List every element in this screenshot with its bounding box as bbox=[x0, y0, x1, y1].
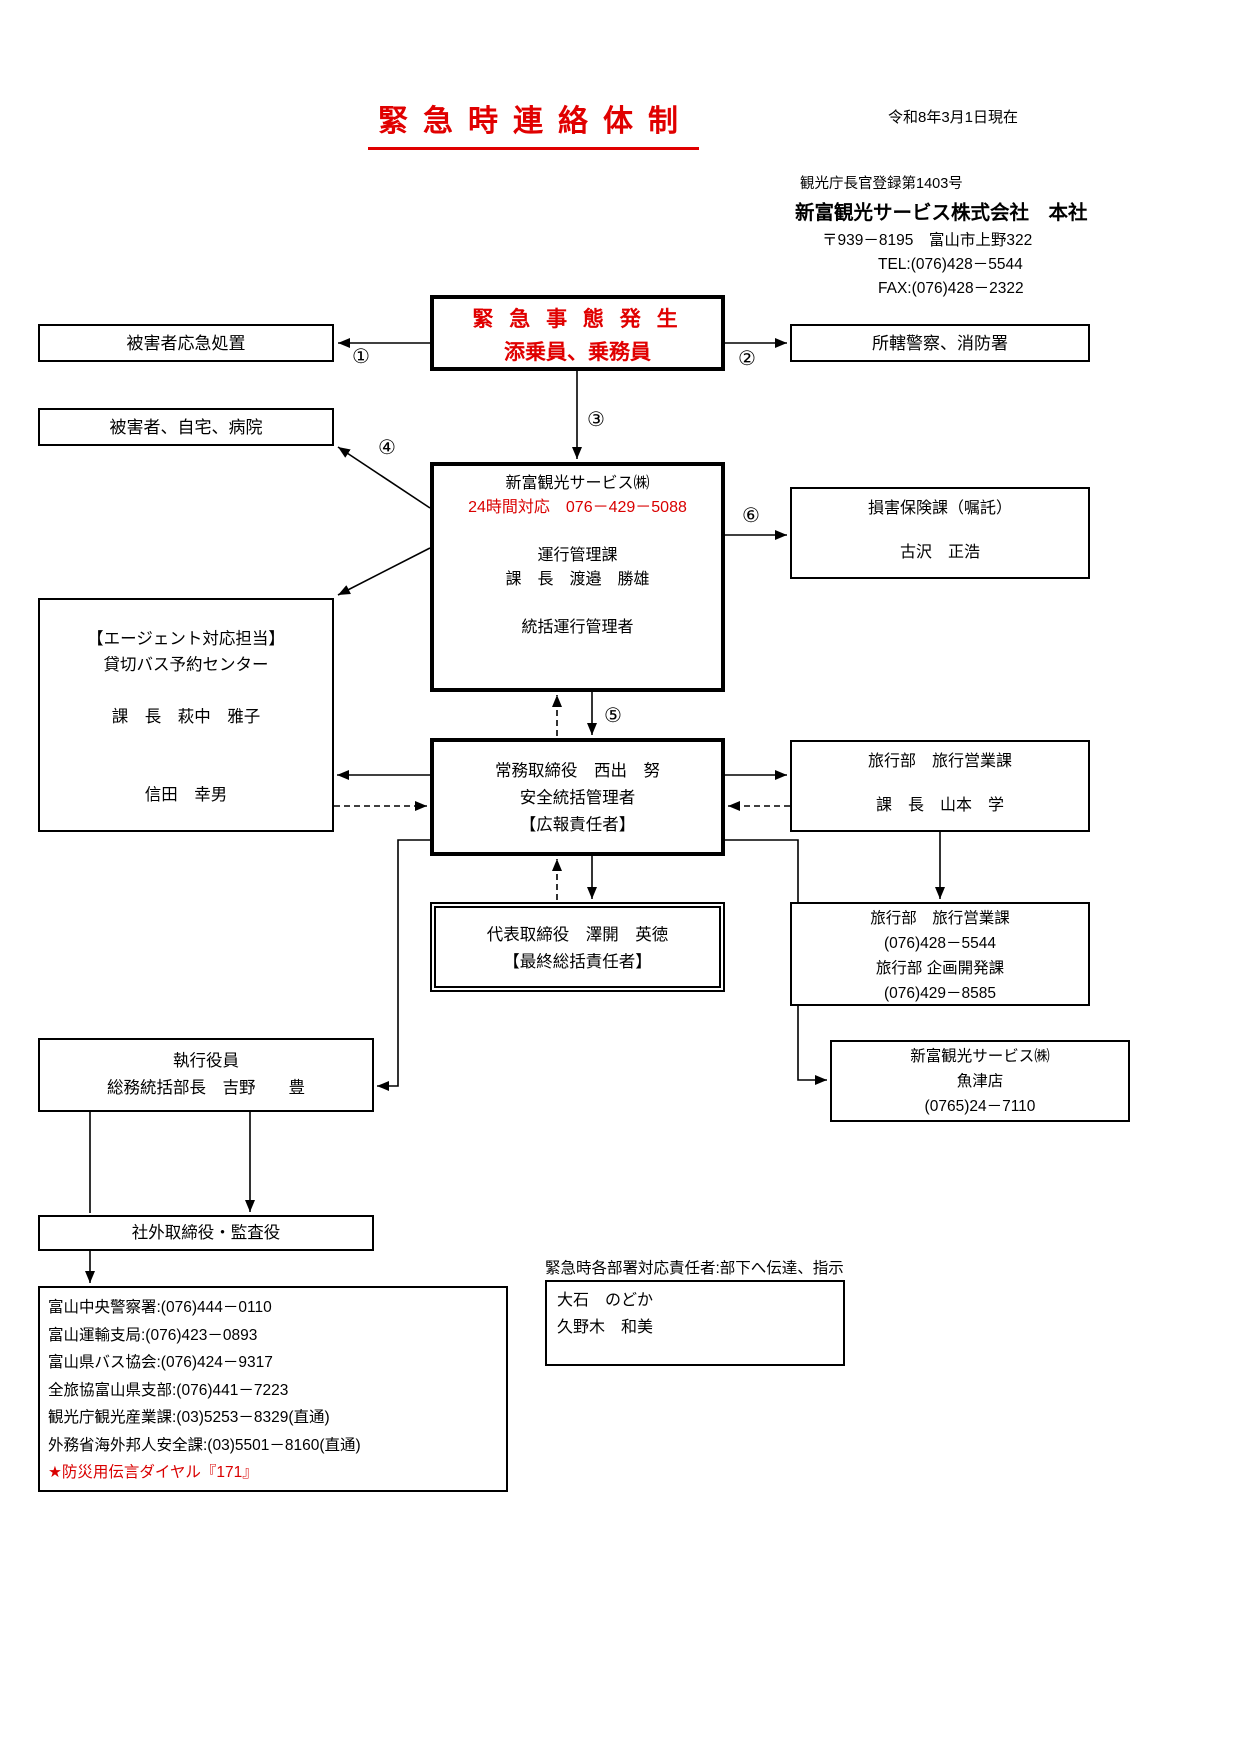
company-fax: FAX:(076)428－2322 bbox=[878, 280, 1024, 297]
operations-control-box: 新富観光サービス㈱ 24時間対応 076－429－5088 運行管理課 課 長 … bbox=[430, 462, 725, 692]
company-tel: TEL:(076)428－5544 bbox=[878, 256, 1023, 273]
insurance-box: 損害保険課（嘱託） 古沢 正浩 bbox=[790, 487, 1090, 579]
connector-label-5: ⑤ bbox=[604, 705, 622, 727]
uozu-tel: (0765)24－7110 bbox=[924, 1098, 1036, 1115]
uozu-branch-box: 新富観光サービス㈱ 魚津店 (0765)24－7110 bbox=[830, 1040, 1130, 1122]
md-role: 安全統括管理者 bbox=[519, 789, 636, 807]
agent-person: 信田 幸男 bbox=[144, 786, 228, 804]
connector-label-4: ④ bbox=[378, 437, 396, 459]
ops-manager: 課 長 渡邉 勝雄 bbox=[505, 571, 650, 588]
victim-first-aid-box: 被害者応急処置 bbox=[38, 324, 334, 362]
uozu-company: 新富観光サービス㈱ bbox=[910, 1048, 1050, 1065]
travel-contact-tel1: (076)428－5544 bbox=[883, 935, 997, 952]
dept-leader-name: 大石 のどか bbox=[557, 1292, 654, 1309]
connector-label-3: ③ bbox=[587, 409, 605, 431]
connector-label-6: ⑥ bbox=[742, 505, 760, 527]
date-note: 令和8年3月1日現在 bbox=[888, 109, 1019, 126]
agent-reservation-center-box: 【エージェント対応担当】 貸切バス予約センター 課 長 萩中 雅子 信田 幸男 bbox=[38, 598, 334, 832]
police-fire-box: 所轄警察、消防署 bbox=[790, 324, 1090, 362]
connector-label-1: ① bbox=[352, 346, 370, 368]
emergency-crew: 添乗員、乗務員 bbox=[504, 341, 651, 364]
outside-directors-box: 社外取締役・監査役 bbox=[38, 1215, 374, 1251]
agent-dept: 貸切バス予約センター bbox=[103, 656, 269, 674]
registration-number: 観光庁長官登録第1403号 bbox=[800, 176, 963, 192]
md-name: 常務取締役 西出 努 bbox=[495, 762, 660, 780]
president-box: 代表取締役 澤開 英徳 【最終総括責任者】 bbox=[430, 902, 725, 992]
contact-line: 全旅協富山県支部:(076)441－7223 bbox=[48, 1381, 289, 1399]
contact-line: 富山県バス協会:(076)424－9317 bbox=[48, 1354, 273, 1371]
exec-title: 執行役員 bbox=[173, 1052, 239, 1070]
travel-sales-box: 旅行部 旅行営業課 課 長 山本 学 bbox=[790, 740, 1090, 832]
md-pr-role: 【広報責任者】 bbox=[519, 816, 636, 834]
dept-leaders-heading: 緊急時各部署対応責任者:部下へ伝達、指示 bbox=[545, 1260, 844, 1277]
company-name: 新富観光サービス株式会社 本社 bbox=[795, 202, 1088, 224]
travel-contact-dept2: 旅行部 企画開発課 bbox=[875, 960, 1005, 977]
victim-home-hospital-box: 被害者、自宅、病院 bbox=[38, 408, 334, 446]
contact-line: 外務省海外邦人安全課:(03)5501－8160(直通) bbox=[48, 1436, 361, 1454]
president-role: 【最終総括責任者】 bbox=[503, 953, 652, 971]
travel-contact-dept1: 旅行部 旅行営業課 bbox=[870, 910, 1010, 927]
company-address: 〒939－8195 富山市上野322 bbox=[822, 232, 1033, 249]
travel-sales-manager: 課 長 山本 学 bbox=[875, 797, 1004, 814]
disaster-dial-line: ★防災用伝言ダイヤル『171』 bbox=[48, 1464, 258, 1481]
president-name: 代表取締役 澤開 英徳 bbox=[486, 926, 669, 944]
ops-role: 統括運行管理者 bbox=[521, 619, 634, 636]
agent-role: 【エージェント対応担当】 bbox=[87, 630, 285, 648]
managing-director-box: 常務取締役 西出 努 安全統括管理者 【広報責任者】 bbox=[430, 738, 725, 856]
exec-person: 総務統括部長 吉野 豊 bbox=[107, 1079, 305, 1097]
insurance-person: 古沢 正浩 bbox=[899, 544, 980, 561]
agent-manager: 課 長 萩中 雅子 bbox=[111, 708, 261, 726]
uozu-branch-name: 魚津店 bbox=[956, 1073, 1004, 1090]
travel-contact-tel2: (076)429－8585 bbox=[883, 985, 997, 1002]
contact-line: 富山運輸支局:(076)423－0893 bbox=[48, 1326, 258, 1344]
page-title: 緊急時連絡体制 bbox=[368, 96, 699, 150]
travel-sales-dept: 旅行部 旅行営業課 bbox=[867, 753, 1012, 770]
ops-dept: 運行管理課 bbox=[537, 547, 618, 564]
ops-hotline: 24時間対応 076－429－5088 bbox=[468, 499, 687, 516]
emergency-title: 緊 急 事 態 発 生 bbox=[472, 308, 683, 331]
connector-label-2: ② bbox=[738, 348, 756, 370]
travel-dept-contacts-box: 旅行部 旅行営業課 (076)428－5544 旅行部 企画開発課 (076)4… bbox=[790, 902, 1090, 1006]
insurance-dept: 損害保険課（嘱託） bbox=[867, 500, 1012, 517]
executive-officer-box: 執行役員 総務統括部長 吉野 豊 bbox=[38, 1038, 374, 1112]
ops-company: 新富観光サービス㈱ bbox=[505, 475, 650, 492]
contact-line: 観光庁観光産業課:(03)5253－8329(直通) bbox=[48, 1409, 330, 1426]
dept-leaders-box: 大石 のどか 久野木 和美 bbox=[545, 1280, 845, 1366]
dept-leader-name: 久野木 和美 bbox=[557, 1319, 654, 1336]
contact-line: 富山中央警察署:(076)444－0110 bbox=[48, 1299, 272, 1316]
emergency-occurrence-box: 緊 急 事 態 発 生 添乗員、乗務員 bbox=[430, 295, 725, 371]
external-contacts-box: 富山中央警察署:(076)444－0110 富山運輸支局:(076)423－08… bbox=[38, 1286, 508, 1492]
